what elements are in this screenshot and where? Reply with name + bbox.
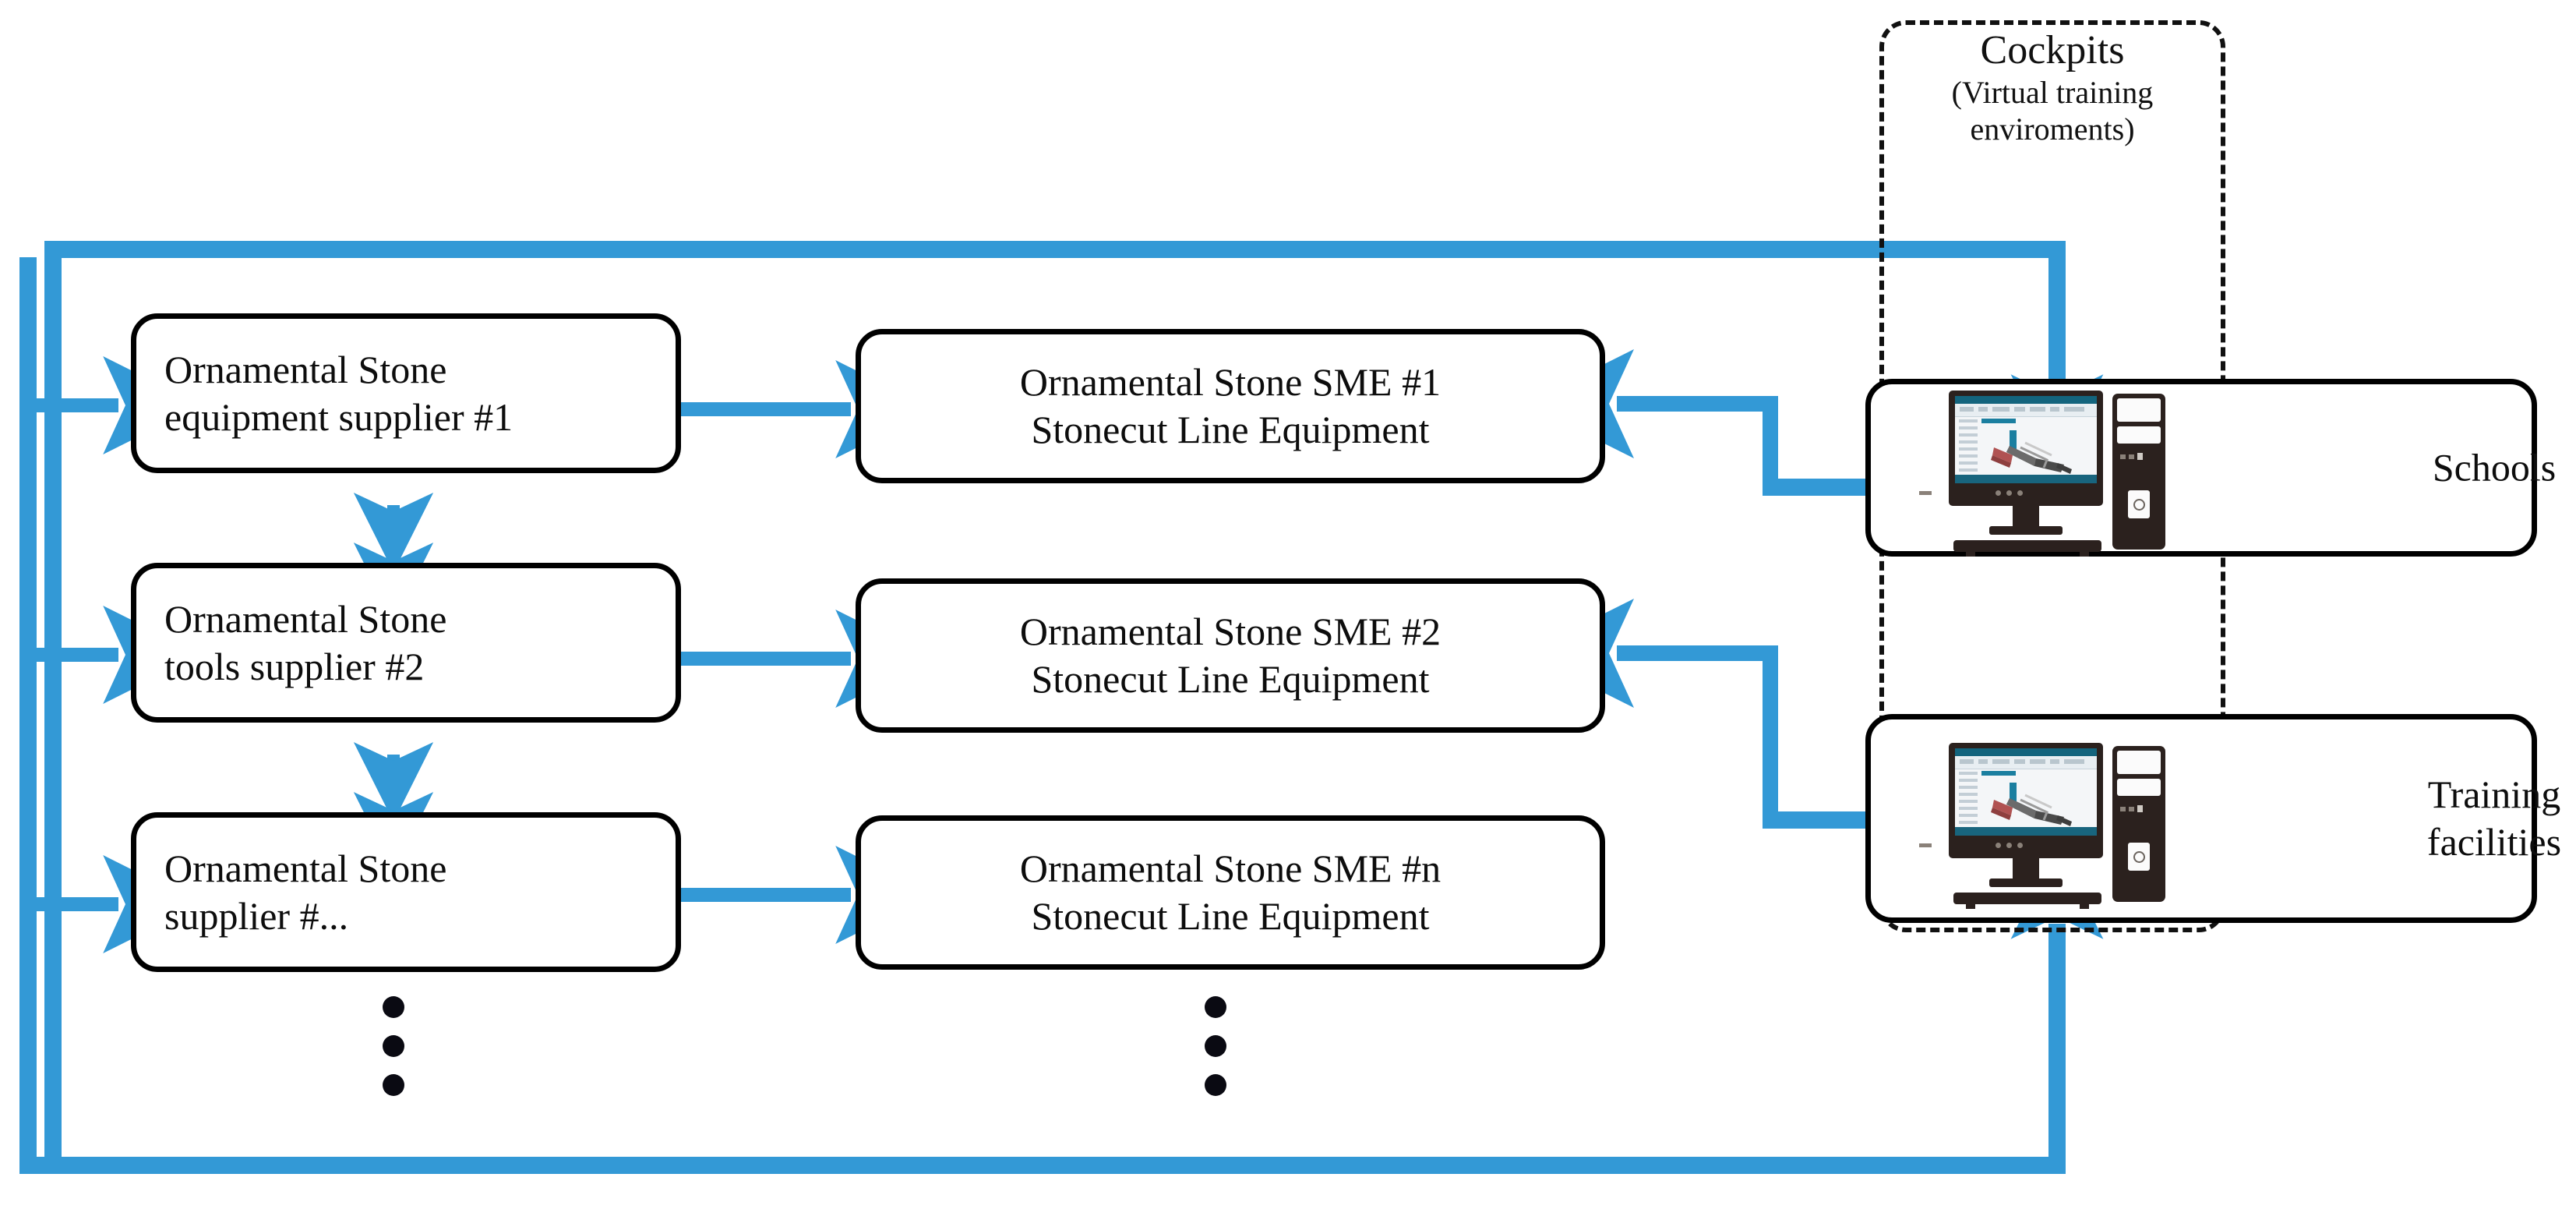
supplier-box-1[interactable]: Ornamental Stone equipment supplier #1 (131, 313, 681, 473)
monitor-stand-base (1989, 878, 2063, 887)
sme-box-n-label: Ornamental Stone SME #n Stonecut Line Eq… (1019, 847, 1442, 938)
supplier-box-n[interactable]: Ornamental Stone supplier #... (131, 812, 681, 972)
supplier-box-2-label: Ornamental Stone tools supplier #2 (164, 596, 447, 688)
keyboard-foot (1966, 904, 1975, 909)
ellipsis-dot (1205, 996, 1226, 1018)
monitor-brand-badge (1919, 843, 1932, 847)
supplier-box-2[interactable]: Ornamental Stone tools supplier #2 (131, 563, 681, 723)
monitor-chin (1955, 836, 2097, 853)
keyboard-foot (2080, 904, 2089, 909)
sme-box-1-label: Ornamental Stone SME #1 Stonecut Line Eq… (1019, 360, 1442, 451)
tower-power-button (2128, 490, 2150, 518)
monitor-stand-neck (2013, 858, 2039, 878)
destination-box-training-facilities-label: Training facilities (2426, 772, 2562, 864)
ellipsis-dot (1205, 1035, 1226, 1057)
tower-power-button (2128, 843, 2150, 871)
monitor-screen (1955, 748, 2097, 836)
ellipsis-dot (1205, 1074, 1226, 1096)
app-ribbon (1955, 404, 2097, 417)
stonecut-line-3d-model (1991, 783, 2072, 826)
left-bus-to-suppliers (31, 356, 202, 953)
sme-box-n[interactable]: Ornamental Stone SME #n Stonecut Line Eq… (856, 815, 1605, 970)
monitor-screen (1955, 396, 2097, 483)
destination-box-schools-label: Schools (2432, 445, 2557, 490)
tower-drive-bay (2117, 426, 2161, 444)
app-side-panel (1959, 419, 1978, 483)
keyboard-icon (1953, 893, 2101, 904)
destination-box-training-facilities[interactable]: Training facilities (1865, 714, 2561, 923)
app-status-bar (1955, 827, 2097, 836)
stonecut-line-3d-model (1991, 430, 2072, 474)
monitor-buttons (1996, 490, 2023, 496)
supplier-box-n-label: Ornamental Stone supplier #... (164, 846, 447, 938)
sme-box-2-label: Ornamental Stone SME #2 Stonecut Line Eq… (1019, 610, 1442, 701)
app-ribbon (1955, 756, 2097, 769)
sme-column-ellipsis (1205, 996, 1226, 1096)
monitor-chin (1955, 483, 2097, 500)
app-status-bar (1955, 475, 2097, 483)
monitor-stand-base (1989, 526, 2063, 535)
keyboard-icon (1953, 540, 2101, 552)
sme-box-2[interactable]: Ornamental Stone SME #2 Stonecut Line Eq… (856, 578, 1605, 733)
sme-box-1[interactable]: Ornamental Stone SME #1 Stonecut Line Eq… (856, 329, 1605, 483)
keyboard-foot (1966, 552, 1975, 557)
supplier-box-1-label: Ornamental Stone equipment supplier #1 (164, 347, 513, 439)
tower-drive-bay (2117, 751, 2161, 774)
app-active-tab (1981, 419, 2016, 423)
ellipsis-dot (383, 996, 404, 1018)
tower-vent (2120, 805, 2143, 812)
tower-vent (2120, 453, 2143, 460)
monitor-brand-badge (1919, 491, 1932, 495)
cockpit-branch-lower (1525, 599, 1996, 880)
tower-drive-bay (2117, 779, 2161, 796)
destination-box-schools[interactable]: Schools (1865, 379, 2556, 557)
cockpit-branch-upper (1525, 349, 1996, 547)
app-active-tab (1981, 771, 2016, 776)
monitor-stand-neck (2013, 506, 2039, 526)
ellipsis-dot (383, 1074, 404, 1096)
keyboard-foot (2080, 552, 2089, 557)
ellipsis-dot (383, 1035, 404, 1057)
app-title-bar (1955, 396, 2097, 404)
supplier-to-sme-arrows (679, 360, 934, 944)
supplier-column-ellipsis (383, 996, 404, 1096)
monitor-buttons (1996, 843, 2023, 848)
app-title-bar (1955, 748, 2097, 756)
app-side-panel (1959, 772, 1978, 836)
tower-drive-bay (2117, 398, 2161, 422)
